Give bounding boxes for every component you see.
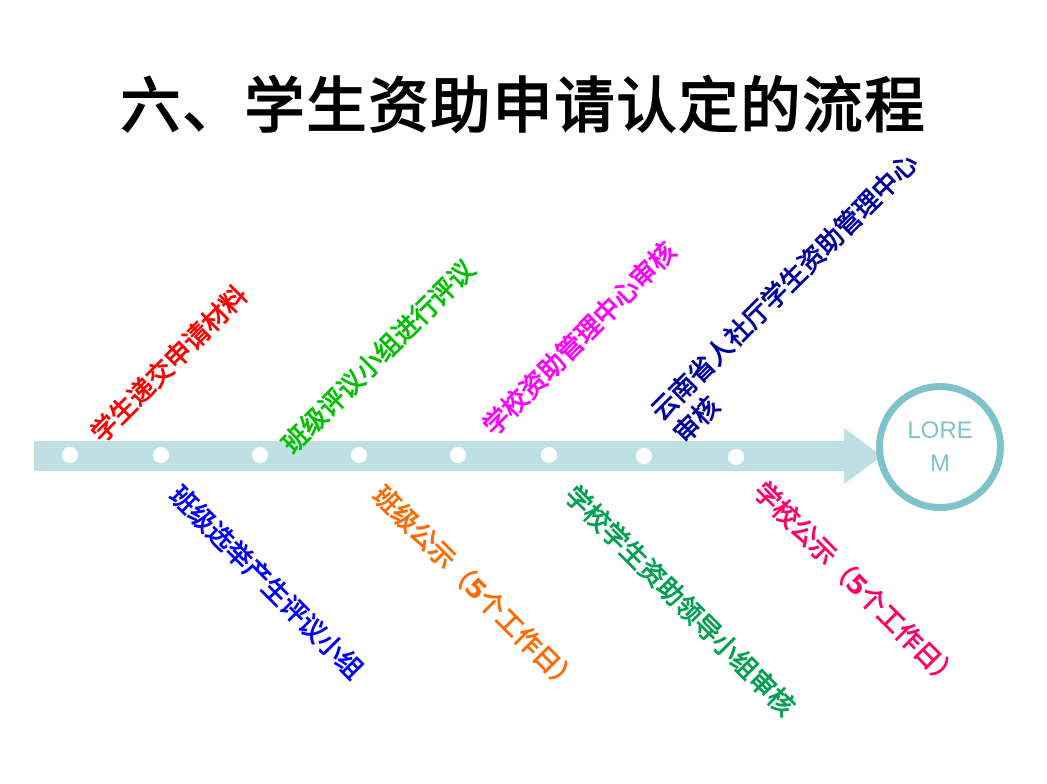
- timeline-dot: [252, 447, 268, 463]
- timeline-dot: [62, 447, 78, 463]
- timeline-dot: [450, 447, 466, 463]
- timeline-dot: [728, 449, 744, 465]
- timeline-dot: [541, 447, 557, 463]
- end-circle: LOREM: [876, 383, 1004, 511]
- timeline-dot: [153, 447, 169, 463]
- page-title: 六、学生资助申请认定的流程: [120, 72, 927, 142]
- timeline-dot: [351, 447, 367, 463]
- end-circle-label: LOREM: [907, 417, 973, 477]
- timeline-dot: [636, 448, 652, 464]
